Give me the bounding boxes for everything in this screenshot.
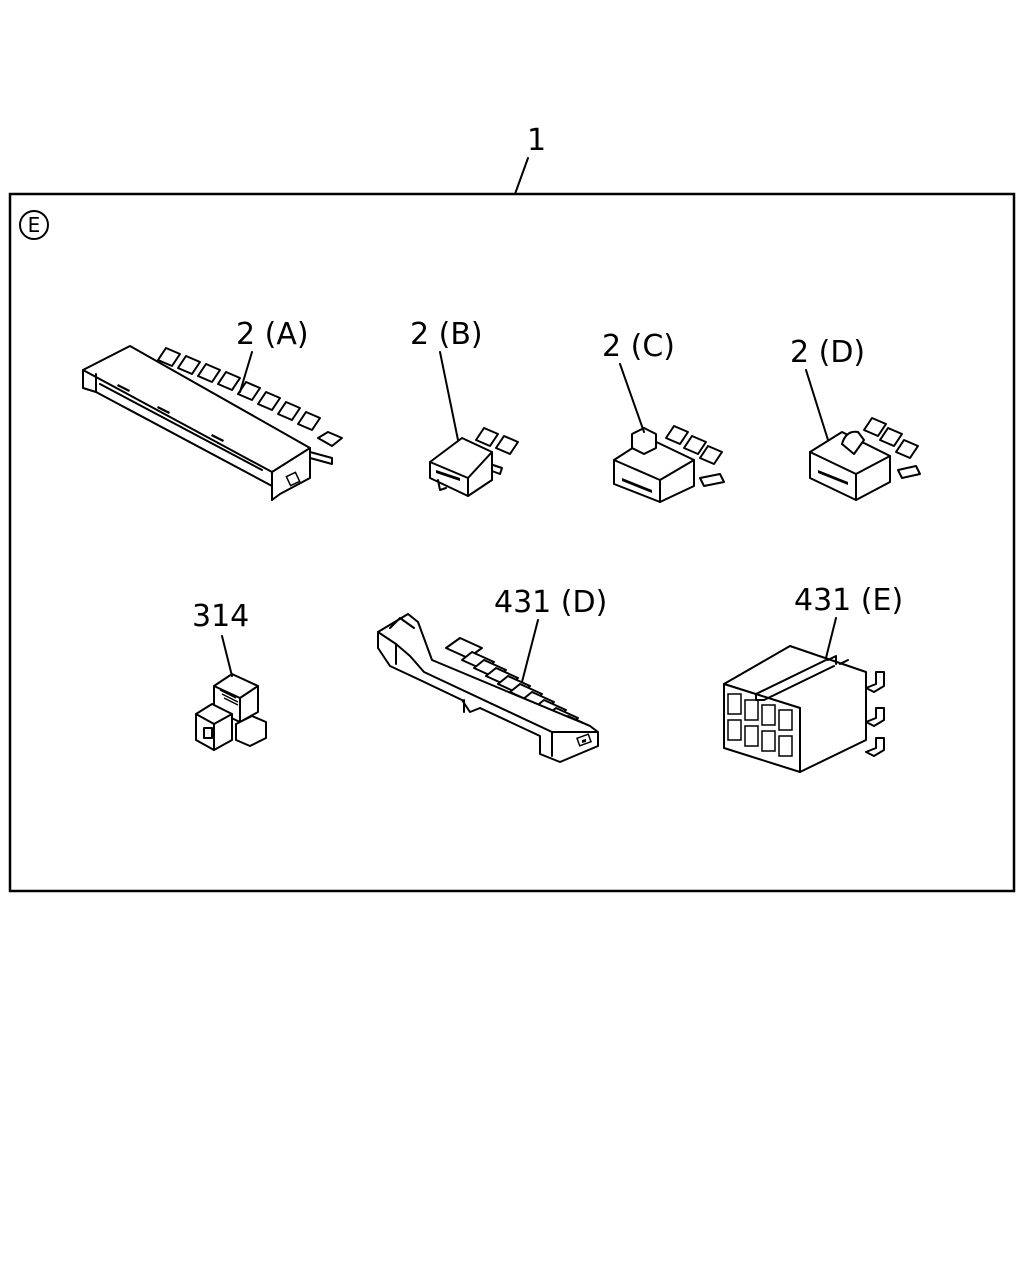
part-2d-callout-label: 2 (D) <box>790 335 865 370</box>
part-2b-connector-drawing <box>429 427 519 497</box>
part-2b-leader-line <box>439 351 459 441</box>
part-431d-terminals <box>445 637 591 735</box>
section-marker-letter: E <box>28 213 41 237</box>
part-2d-connector-drawing <box>809 417 921 501</box>
section-marker-circle <box>19 210 49 240</box>
part-2b-callout-label: 2 (B) <box>410 317 483 352</box>
part-2a-callout-label: 2 (A) <box>236 317 309 352</box>
part-2a-connector-drawing <box>82 345 343 501</box>
section-marker: E <box>19 210 49 240</box>
part-431e-callout-label: 431 (E) <box>794 583 903 618</box>
part-431d-leader-line <box>521 619 539 683</box>
part-431e-cavities <box>727 693 793 757</box>
part-431d-connector-drawing <box>377 613 599 763</box>
part-2a-terminals <box>157 347 343 465</box>
part-2d-leader-line <box>805 369 829 441</box>
assembly-callout-label: 1 <box>527 123 546 158</box>
part-314-connector-drawing <box>195 673 267 751</box>
assembly-leader-line <box>514 157 529 195</box>
part-2a-leader-line <box>239 351 253 393</box>
part-2c-leader-line <box>619 363 645 433</box>
part-314-callout-label: 314 <box>192 599 249 634</box>
part-431d-callout-label: 431 (D) <box>494 585 607 620</box>
part-2c-callout-label: 2 (C) <box>602 329 675 364</box>
part-2c-connector-drawing <box>613 425 725 503</box>
kit-frame <box>8 192 1016 893</box>
part-431e-leader-line <box>825 617 837 659</box>
part-431e-connector-drawing <box>723 645 885 773</box>
part-314-leader-line <box>221 635 233 677</box>
